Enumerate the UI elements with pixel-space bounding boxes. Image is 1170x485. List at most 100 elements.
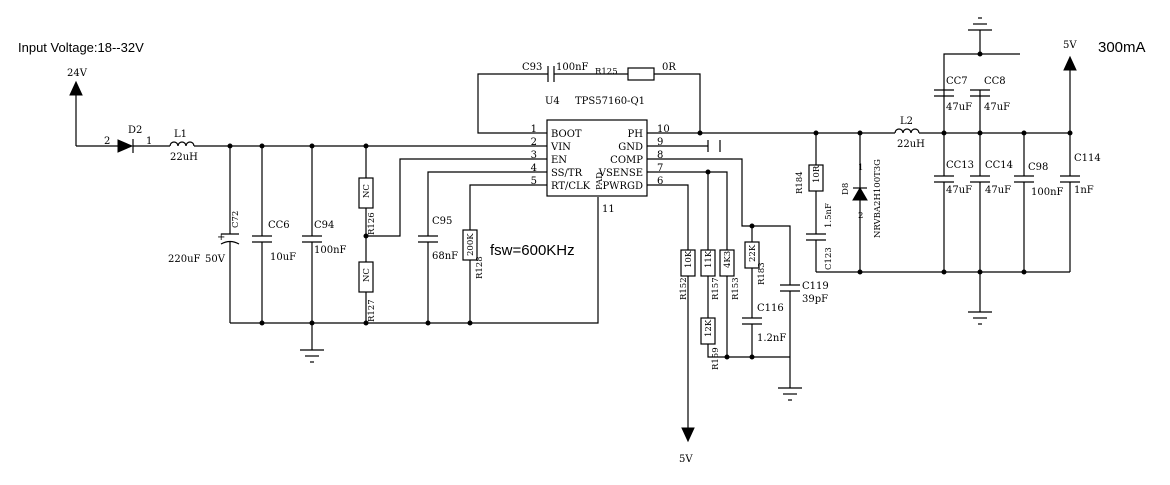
svg-text:10uF: 10uF	[270, 252, 296, 263]
vout-power-port-bottom: 5V	[679, 427, 695, 465]
svg-text:1: 1	[858, 163, 863, 173]
svg-text:5V: 5V	[1063, 40, 1077, 51]
vout-power-port-top: 5V	[1063, 40, 1077, 133]
ic-pin-name: GND	[618, 142, 643, 153]
resistor-r184: 10R R184	[795, 133, 824, 234]
vin-power-port: 24V	[67, 68, 88, 146]
capacitor-cc14: CC14 47uF	[970, 133, 1013, 272]
inductor-l1: L1 22uH	[169, 129, 198, 163]
svg-text:1nF: 1nF	[1074, 185, 1094, 196]
svg-text:CC13: CC13	[946, 160, 974, 171]
svg-text:C119: C119	[802, 281, 829, 292]
ground-symbol-comp	[778, 387, 802, 401]
capacitor-c93: C93 100nF	[522, 62, 589, 82]
svg-text:CC6: CC6	[268, 220, 290, 231]
boot-return-wire	[654, 73, 701, 133]
capacitor-cc13: CC13 47uF	[934, 133, 974, 272]
input-voltage-label: Input Voltage:18--32V	[18, 40, 144, 55]
capacitor-c95: C95 68nF	[418, 171, 535, 323]
svg-text:1.5nF: 1.5nF	[824, 203, 834, 228]
svg-text:2: 2	[104, 136, 110, 147]
svg-text:100nF: 100nF	[314, 245, 347, 256]
diode-d2: D2 2 1	[104, 125, 152, 153]
ic-pin-number: 4	[531, 163, 537, 174]
svg-text:1.2nF: 1.2nF	[757, 333, 786, 344]
svg-text:10K: 10K	[684, 250, 694, 268]
ic-pin-number: 8	[657, 150, 663, 161]
svg-text:11K: 11K	[704, 250, 714, 268]
ground-symbol-input	[300, 323, 324, 363]
svg-text:D2: D2	[128, 125, 142, 136]
svg-text:39pF: 39pF	[802, 294, 828, 305]
ic-pin-number: 3	[531, 150, 537, 161]
svg-text:2: 2	[858, 211, 863, 221]
svg-text:68nF: 68nF	[432, 251, 458, 262]
gnd-pin9-stub	[680, 140, 721, 152]
svg-text:+: +	[217, 232, 225, 243]
svg-text:R127: R127	[367, 299, 377, 322]
svg-text:220uF: 220uF	[168, 254, 201, 265]
vsense-wire	[680, 171, 709, 250]
svg-text:R184: R184	[795, 171, 805, 194]
ic-pin-number: 9	[657, 137, 663, 148]
svg-text:200K: 200K	[466, 233, 476, 256]
svg-text:C98: C98	[1028, 162, 1048, 173]
resistor-r153: 4K3 R153	[719, 249, 741, 300]
svg-text:22K: 22K	[748, 244, 758, 262]
svg-text:D8: D8	[841, 183, 851, 195]
output-current-label: 300mA	[1098, 39, 1146, 56]
svg-text:PAD: PAD	[595, 172, 605, 190]
svg-text:C94: C94	[314, 220, 334, 231]
capacitor-c123: 1.5nF C123	[806, 203, 834, 272]
pwrgd-wire	[680, 184, 689, 250]
capacitor-c98: C98 100nF	[1014, 133, 1064, 272]
svg-text:22uH: 22uH	[170, 152, 198, 163]
svg-text:10R: 10R	[812, 165, 822, 183]
ic-pin-number: 7	[657, 163, 663, 174]
resistor-r157: 11K R157	[700, 249, 721, 300]
svg-text:100nF: 100nF	[1031, 187, 1064, 198]
resistor-r125: R125 0R	[595, 62, 676, 81]
ic-pin-name: SS/TR	[551, 168, 583, 179]
svg-text:47uF: 47uF	[984, 102, 1010, 113]
svg-text:NC: NC	[362, 184, 372, 198]
inductor-l2: L2 22uH	[894, 116, 925, 150]
vin-net-label: 24V	[67, 68, 88, 79]
svg-text:CC7: CC7	[946, 76, 968, 87]
svg-text:12K: 12K	[704, 319, 714, 337]
svg-text:NC: NC	[362, 268, 372, 282]
resistor-r126: NC R126	[358, 146, 377, 262]
resistor-r127: NC R127	[358, 261, 377, 323]
svg-text:R125: R125	[595, 67, 618, 77]
svg-text:R159: R159	[711, 347, 721, 370]
svg-text:TPS57160-Q1: TPS57160-Q1	[575, 96, 645, 107]
resistor-r183: 22K R183	[744, 241, 767, 285]
ic-pin-name: PH	[628, 129, 644, 140]
ic-pin-name: VIN	[550, 142, 571, 153]
svg-text:R126: R126	[367, 212, 377, 235]
svg-text:47uF: 47uF	[946, 185, 972, 196]
svg-text:C116: C116	[757, 303, 784, 314]
capacitor-c72: + C72 220uF 50V	[168, 146, 241, 323]
en-wire	[366, 158, 535, 237]
capacitor-c119: C119 39pF	[780, 281, 829, 305]
svg-text:NRVBA2H100T3G: NRVBA2H100T3G	[873, 159, 883, 238]
ic-pin-name: RT/CLK	[551, 181, 591, 192]
svg-text:0R: 0R	[662, 62, 676, 73]
capacitor-c94: C94 100nF	[302, 146, 347, 323]
ground-symbol-top	[968, 17, 992, 31]
svg-text:47uF: 47uF	[985, 185, 1011, 196]
ic-pin-number: 6	[657, 176, 663, 187]
ic-pin-number: 10	[657, 124, 670, 135]
svg-text:5V: 5V	[679, 454, 693, 465]
ic-pin-name: BOOT	[551, 129, 582, 140]
svg-text:R128: R128	[475, 256, 485, 279]
svg-text:L1: L1	[174, 129, 187, 140]
svg-text:L2: L2	[900, 116, 913, 127]
svg-text:22uH: 22uH	[897, 139, 925, 150]
svg-text:4K3: 4K3	[723, 251, 733, 268]
svg-text:CC14: CC14	[985, 160, 1013, 171]
